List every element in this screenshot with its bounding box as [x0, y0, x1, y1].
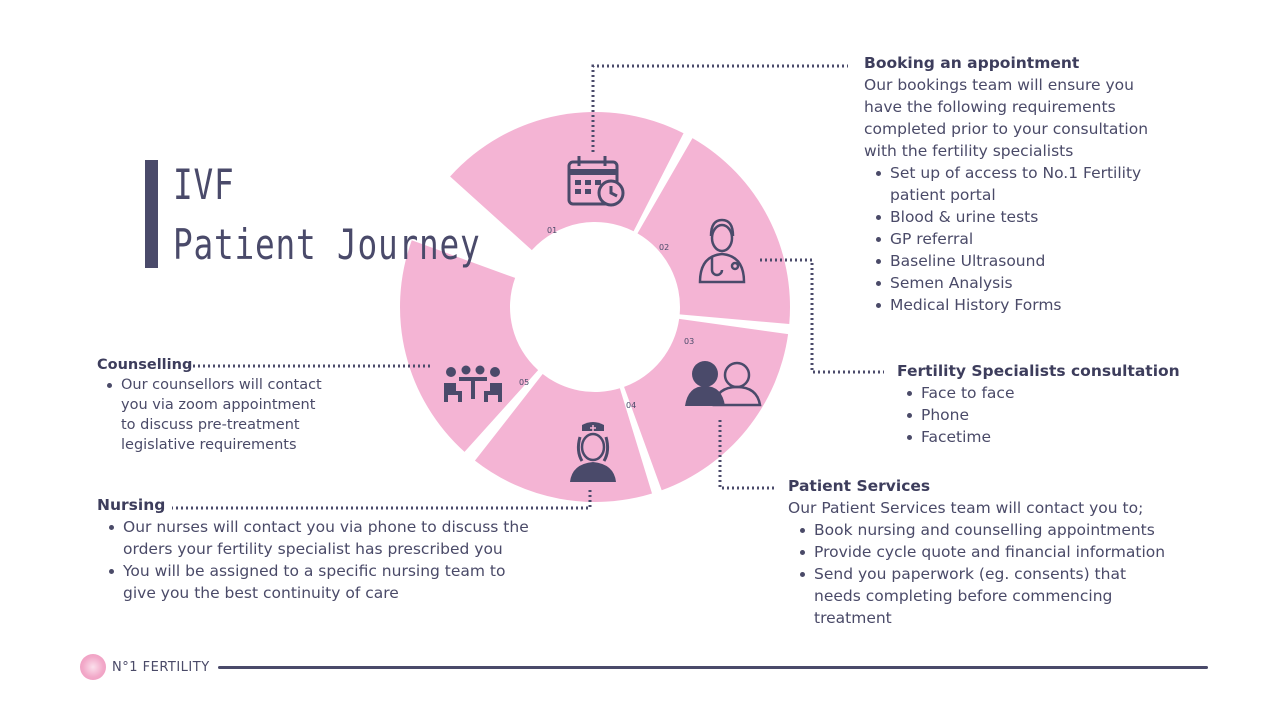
nursing-item: You will be assigned to a specific nursi… — [99, 560, 529, 582]
nursing-item-continuation: orders your fertility specialist has pre… — [123, 540, 503, 558]
segment-number-01: 01 — [547, 226, 557, 235]
fertility-logo-icon — [80, 654, 106, 680]
footer-divider — [218, 666, 1208, 669]
connector-booking — [591, 64, 848, 152]
patient-services-item-continuation: treatment — [814, 609, 892, 627]
nursing-heading: Nursing — [97, 496, 166, 514]
patient-services-item: Book nursing and counselling appointment… — [790, 519, 1165, 541]
consultation-item: Face to face — [897, 382, 1180, 404]
booking-intro-2: have the following requirements — [864, 98, 1116, 116]
counselling-item: Our counsellors will contact — [97, 375, 322, 395]
booking-section: Booking an appointment Our bookings team… — [864, 52, 1148, 316]
footer-brand: N°1 FERTILITY — [112, 660, 210, 675]
booking-list: Set up of access to No.1 Fertility patie… — [866, 162, 1148, 316]
booking-item-continuation: patient portal — [890, 186, 996, 204]
booking-item: Medical History Forms — [866, 294, 1148, 316]
connector-nursing — [172, 490, 592, 510]
patient-services-item: Send you paperwork (eg. consents) that — [790, 563, 1165, 585]
booking-heading: Booking an appointment — [864, 54, 1080, 72]
booking-intro-3: completed prior to your consultation — [864, 120, 1149, 138]
counselling-list: Our counsellors will contact you via zoo… — [97, 375, 322, 455]
booking-intro-1: Our bookings team will ensure you — [864, 76, 1134, 94]
connector-consultation — [760, 258, 884, 374]
meeting-table-icon — [444, 365, 502, 402]
booking-item: Set up of access to No.1 Fertility — [866, 162, 1148, 184]
page-title-line2: Patient Journey — [173, 220, 481, 269]
segment-number-04: 04 — [626, 401, 636, 410]
consultation-list: Face to face Phone Facetime — [897, 382, 1180, 448]
connector-patient-services — [718, 420, 776, 490]
booking-item: Blood & urine tests — [866, 206, 1148, 228]
ring-segment-05 — [400, 240, 539, 452]
doctor-icon — [698, 218, 746, 284]
patient-services-item-continuation: needs completing before commencing — [814, 587, 1113, 605]
title-accent-bar — [145, 160, 158, 268]
nursing-section: Nursing Our nurses will contact you via … — [97, 494, 529, 604]
nurse-icon — [570, 422, 616, 482]
nursing-item-continuation: give you the best continuity of care — [123, 584, 399, 602]
segment-number-05: 05 — [519, 378, 529, 387]
nursing-list: Our nurses will contact you via phone to… — [99, 516, 529, 604]
segment-number-03: 03 — [684, 337, 694, 346]
calendar-clock-icon — [567, 156, 625, 207]
counselling-heading: Counselling — [97, 357, 193, 373]
counselling-item-continuation: legislative requirements — [121, 437, 297, 453]
counselling-item-continuation: to discuss pre-treatment — [121, 417, 300, 433]
patient-services-heading: Patient Services — [788, 477, 931, 495]
two-people-icon — [685, 361, 762, 407]
counselling-item-continuation: you via zoom appointment — [121, 397, 316, 413]
consultation-heading: Fertility Specialists consultation — [897, 362, 1180, 380]
ring-segment-01 — [450, 112, 684, 251]
booking-item: Baseline Ultrasound — [866, 250, 1148, 272]
consultation-section: Fertility Specialists consultation Face … — [897, 360, 1180, 448]
consultation-item: Phone — [897, 404, 1180, 426]
booking-item: GP referral — [866, 228, 1148, 250]
segment-number-02: 02 — [659, 243, 669, 252]
booking-intro-4: with the fertility specialists — [864, 142, 1074, 160]
counselling-section: Counselling Our counsellors will contact… — [97, 355, 322, 455]
booking-item: Semen Analysis — [866, 272, 1148, 294]
page-title-line1: IVF — [173, 160, 235, 209]
patient-services-list: Book nursing and counselling appointment… — [790, 519, 1165, 629]
patient-services-intro: Our Patient Services team will contact y… — [788, 499, 1144, 517]
patient-services-item: Provide cycle quote and financial inform… — [790, 541, 1165, 563]
patient-services-section: Patient Services Our Patient Services te… — [788, 475, 1165, 629]
nursing-item: Our nurses will contact you via phone to… — [99, 516, 529, 538]
consultation-item: Facetime — [897, 426, 1180, 448]
